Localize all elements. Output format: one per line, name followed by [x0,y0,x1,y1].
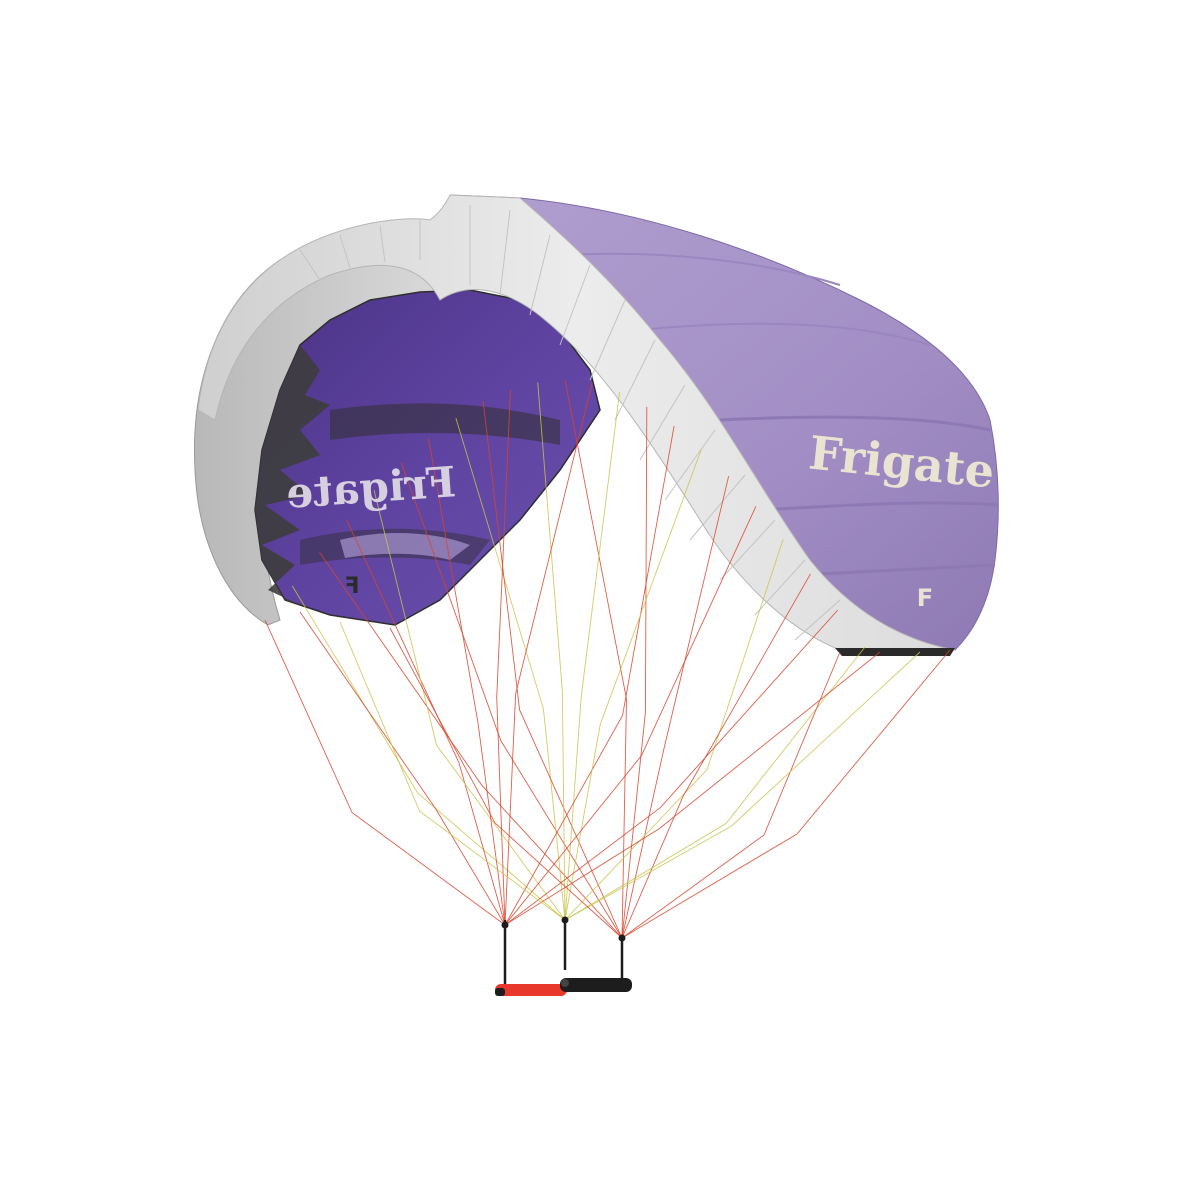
bridle-line [621,649,951,939]
canopy-cell-seam [759,501,999,512]
connector-knot [561,916,569,924]
bridle-line [428,438,506,926]
bridle-line [319,552,623,939]
bridle-line [496,389,511,926]
bridle-line [400,462,623,939]
bridle-line [346,520,506,926]
canopy-cell-openings [255,345,330,605]
canopy-cell-seam [639,322,931,346]
line-connectors [503,920,624,990]
bridle-line [504,506,757,926]
bridle-line [299,611,506,926]
bridle-line [339,621,566,921]
bridle-line [373,490,566,921]
canopy-cell-seam [719,415,991,432]
canopy-cell-seam [559,252,841,286]
bridle-line [621,651,841,939]
connector-knot [618,934,626,942]
bridle-line [455,417,566,921]
bridle-lines [264,379,951,939]
leading-edge-ribs [299,205,841,641]
canopy-inner-highlight [340,533,470,560]
bridle-line [621,406,648,939]
bridle-line [564,651,921,921]
bridle-line [564,379,627,939]
brand-name-inner: Frigate [285,457,458,518]
bridle-line [564,449,702,921]
bridle-line [564,538,784,921]
bridle-line [621,573,811,939]
bridle-line [504,425,675,926]
canopy-inner-shadow-band [330,403,560,445]
brand-logo-outer: F [917,584,933,612]
bridle-line [621,476,730,939]
bridle-line [564,646,866,921]
brand-logo-inner: F [344,574,359,599]
canopy-wingtip-shadow [835,648,955,656]
bridle-line [564,392,620,921]
bridle-line [504,651,881,926]
control-bar-icon [495,978,632,996]
bridle-line [504,609,839,926]
connector-knot [501,921,509,929]
bridle-line [264,619,506,926]
canopy-leading-edge [197,194,956,651]
bridle-line [389,627,623,939]
canopy-cell-seam [799,563,996,577]
bridle-line [291,585,566,921]
bridle-line [504,382,593,926]
bridle-line [537,382,566,921]
